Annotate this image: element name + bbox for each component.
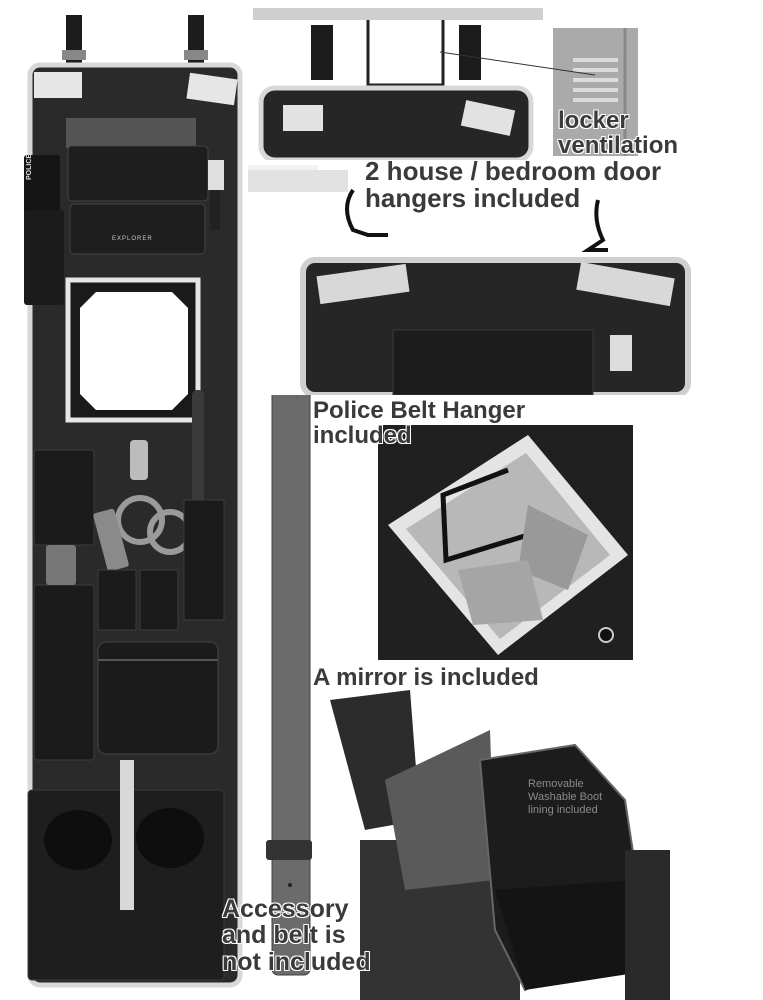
boot-lining-photo <box>325 690 670 1000</box>
mirror-caption: A mirror is included <box>313 664 539 691</box>
organizer-photo: POLICE EXPLORER <box>20 10 250 990</box>
mirror-photo <box>378 425 633 660</box>
pointer-line <box>440 51 596 76</box>
door-hook-photo <box>253 0 543 160</box>
belt-hanger-caption: Police Belt Hanger included <box>313 397 526 450</box>
police-tag: POLICE <box>26 153 33 180</box>
door-hangers-caption: 2 house / bedroom door hangers included <box>365 156 662 214</box>
boot-lining-caption: Removable Washable Boot lining included <box>528 778 603 817</box>
brand-tag: EXPLORER <box>112 236 153 242</box>
locker-ventilation-caption: locker ventilation <box>558 107 679 160</box>
hook-detail-photo <box>248 170 693 395</box>
not-included-caption: Accessory and belt is not included <box>222 895 371 976</box>
locker-vent-photo <box>553 28 638 156</box>
